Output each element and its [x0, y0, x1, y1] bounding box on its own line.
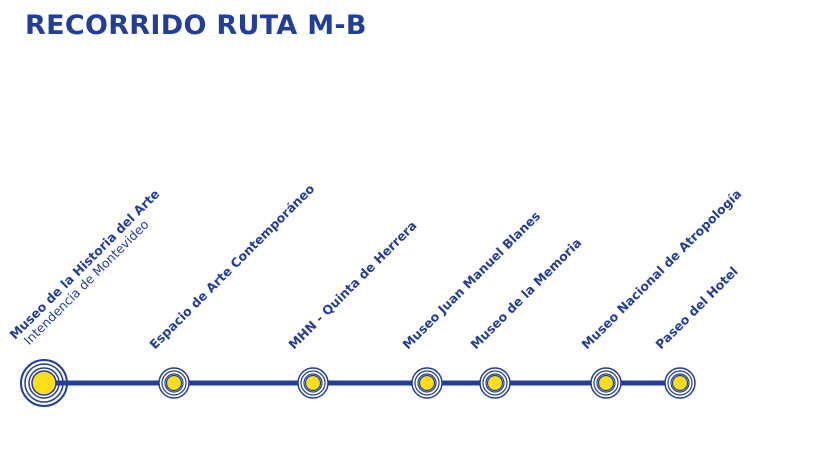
stop-marker — [304, 374, 322, 392]
stop-marker — [671, 374, 689, 392]
stop-marker — [165, 374, 183, 392]
stop-marker — [486, 374, 504, 392]
page-title: RECORRIDO RUTA M-B — [25, 10, 367, 41]
stop-marker-origin — [31, 370, 57, 396]
stop-marker — [597, 374, 615, 392]
stop-marker — [418, 374, 436, 392]
